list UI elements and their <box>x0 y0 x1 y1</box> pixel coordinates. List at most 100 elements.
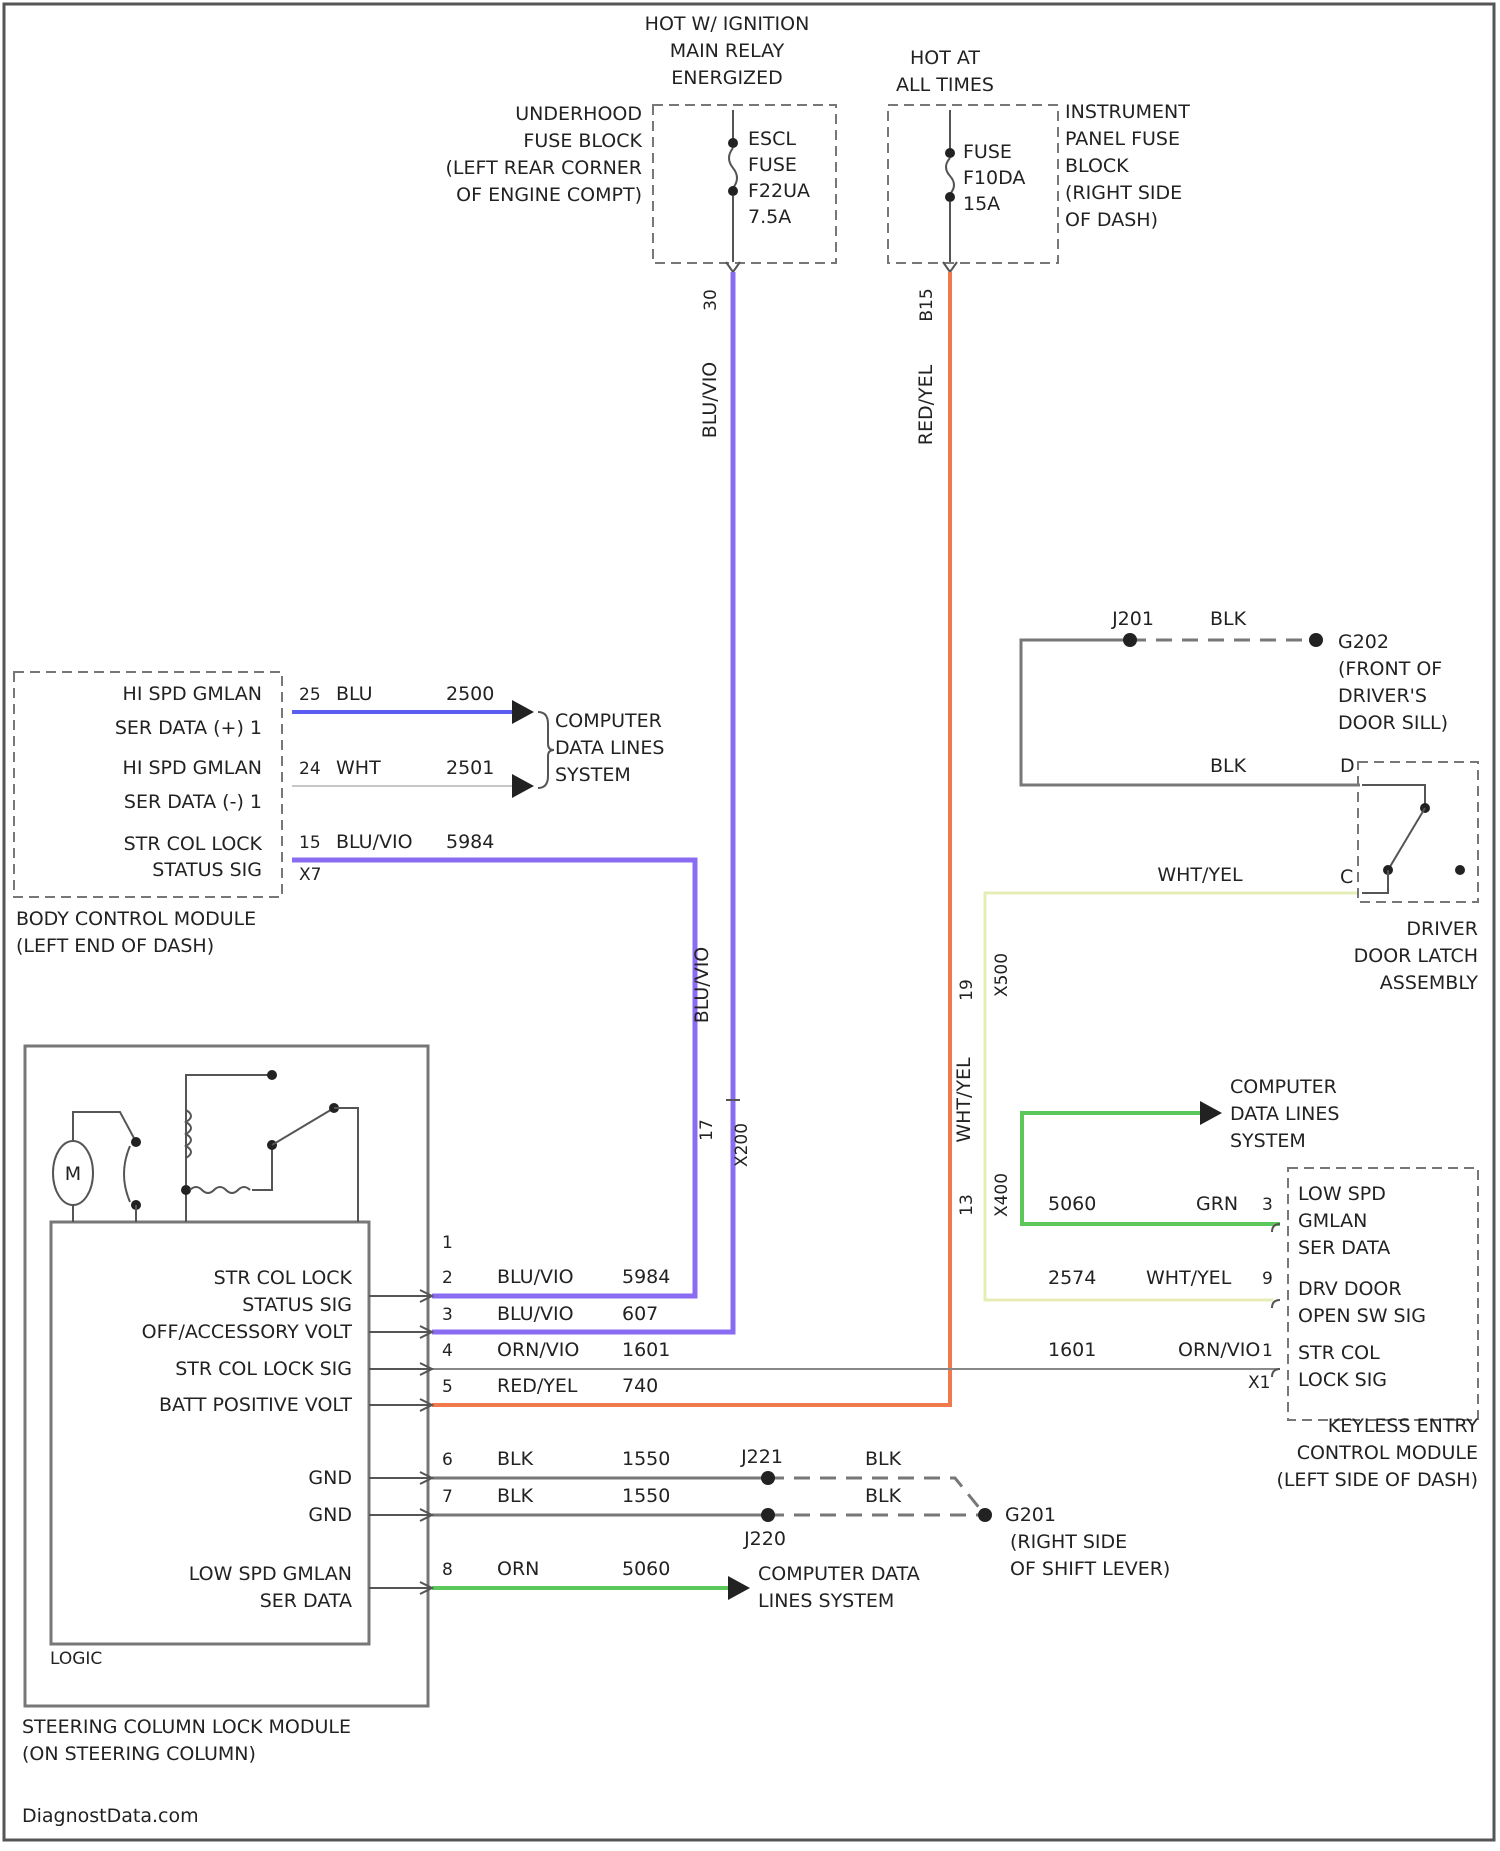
sclm-pin7-num: 7 <box>442 1487 453 1507</box>
ipblock-line-3: BLOCK <box>1065 155 1129 177</box>
sclm-pin2-label-2: STATUS SIG <box>242 1294 352 1316</box>
ipfuse-line-3: 15A <box>963 193 1000 215</box>
escl-fuse-terminal-bottom <box>728 186 738 196</box>
motor-contact-top <box>131 1137 141 1147</box>
door-switch-blade <box>1388 808 1425 870</box>
always-hot-label: HOT AT ALL TIMES <box>896 47 994 96</box>
underhood-line-1: UNDERHOOD <box>515 103 642 125</box>
kecm-data-3: SYSTEM <box>1230 1130 1306 1152</box>
sclm-pin5-color: RED/YEL <box>497 1375 578 1397</box>
bcm-name-2: (LEFT END OF DASH) <box>16 935 214 957</box>
kecm-pin1-color: ORN/VIO <box>1178 1339 1260 1361</box>
door-switch-lead-bottom <box>1362 870 1388 893</box>
kecm-pin1-circuit: 1601 <box>1048 1339 1096 1361</box>
sclm-pin2-num: 2 <box>442 1268 453 1288</box>
kecm-data-1: COMPUTER <box>1230 1076 1337 1098</box>
bcm-pin24-color: WHT <box>336 757 381 779</box>
escl-fuse-terminal-top <box>728 138 738 148</box>
mid-purple-pin: 17 <box>697 1119 717 1141</box>
sclm-pin-labels: STR COL LOCK STATUS SIG OFF/ACCESSORY VO… <box>142 1267 353 1612</box>
kecm-pin9-label-2: OPEN SW SIG <box>1298 1305 1426 1327</box>
motor-switch-icon <box>124 1146 130 1202</box>
underhood-line-4: OF ENGINE COMPT) <box>456 184 642 206</box>
bcm-pin25-circuit: 2500 <box>446 683 494 705</box>
sclm-name-2: (ON STEERING COLUMN) <box>22 1743 256 1765</box>
wire-lock-status-blu-vio <box>292 860 695 1296</box>
g201-line-2: (RIGHT SIDE <box>1010 1531 1127 1553</box>
bcm-name-1: BODY CONTROL MODULE <box>16 908 256 930</box>
door-latch-name: DRIVER DOOR LATCH ASSEMBLY <box>1354 918 1479 994</box>
door-vert-color: WHT/YEL <box>953 1057 975 1143</box>
footer-watermark: DiagnostData.com <box>22 1805 199 1827</box>
g202-line-4: DOOR SILL) <box>1338 712 1448 734</box>
relay-contact-lead <box>334 1108 358 1222</box>
sclm-pin2-circuit: 5984 <box>622 1266 670 1288</box>
ipblock-line-2: PANEL FUSE <box>1065 128 1180 150</box>
sclm-pin3-circuit: 607 <box>622 1303 658 1325</box>
ip-fuse-terminal-top <box>945 148 955 158</box>
always-hot-line-2: ALL TIMES <box>896 74 994 96</box>
arrow-kecm-data <box>1200 1101 1222 1125</box>
bcm-data-2: DATA LINES <box>555 737 664 759</box>
sclm-pin7-label: GND <box>308 1504 352 1526</box>
sclm-pin3-num: 3 <box>442 1305 453 1325</box>
g202-line-3: DRIVER'S <box>1338 685 1427 707</box>
kecm-pin3-label-1: LOW SPD <box>1298 1183 1386 1205</box>
kecm-pin1-label-2: LOCK SIG <box>1298 1369 1387 1391</box>
door-vert-pin-a: 19 <box>957 979 977 1001</box>
sclm-pin2-label-1: STR COL LOCK <box>214 1267 353 1289</box>
sclm-connector-stubs <box>369 1290 432 1594</box>
wire-battery-red-yel <box>432 272 950 1405</box>
bcm-pin25-label-1: HI SPD GMLAN <box>123 683 262 705</box>
ip-fuse-terminal-bottom <box>945 192 955 202</box>
kecm-pin1-label-1: STR COL <box>1298 1342 1380 1364</box>
bcm-pin15-color: BLU/VIO <box>336 831 413 853</box>
ip-fuse-icon <box>946 158 954 194</box>
door-vert-code-a: X500 <box>992 953 1012 997</box>
gnd-bottom-color-a: BLK <box>865 1448 902 1470</box>
ipblock-line-1: INSTRUMENT <box>1065 101 1190 123</box>
door-name-2: DOOR LATCH <box>1354 945 1478 967</box>
sclm-pin4-color: ORN/VIO <box>497 1339 579 1361</box>
ipfuse-line-1: FUSE <box>963 141 1012 163</box>
splice-j220 <box>761 1508 775 1522</box>
sclm-data-2: LINES SYSTEM <box>758 1590 894 1612</box>
bcm-data-1: COMPUTER <box>555 710 662 732</box>
kecm-pin9-label-1: DRV DOOR <box>1298 1278 1402 1300</box>
kecm-pin9-color: WHT/YEL <box>1146 1267 1232 1289</box>
kecm-pin3-label-3: SER DATA <box>1298 1237 1390 1259</box>
sclm-name: STEERING COLUMN LOCK MODULE (ON STEERING… <box>22 1716 351 1765</box>
ground-g202-dot <box>1309 633 1323 647</box>
bcm-pin24-label-1: HI SPD GMLAN <box>123 757 262 779</box>
bcm-data-brace <box>538 712 554 788</box>
g201-label: G201 (RIGHT SIDE OF SHIFT LEVER) <box>1005 1504 1170 1580</box>
g202-label: G202 (FRONT OF DRIVER'S DOOR SILL) <box>1338 631 1448 734</box>
j201-label: J201 <box>1111 608 1154 630</box>
sclm-name-1: STEERING COLUMN LOCK MODULE <box>22 1716 351 1738</box>
underhood-line-2: FUSE BLOCK <box>523 130 642 152</box>
escl-line-2: FUSE <box>748 154 797 176</box>
sclm-stub-lines <box>369 1296 430 1588</box>
door-vert-code-b: X400 <box>992 1173 1012 1217</box>
bcm-name: BODY CONTROL MODULE (LEFT END OF DASH) <box>16 908 256 957</box>
sclm-pin4-label: STR COL LOCK SIG <box>175 1358 352 1380</box>
bcm-pin15-label-1: STR COL LOCK <box>124 833 263 855</box>
sclm-pin8-label-1: LOW SPD GMLAN <box>189 1563 352 1585</box>
relay-coil-node <box>181 1185 191 1195</box>
ign-wire-term: 30 <box>701 289 721 311</box>
ip-fuse-block-label: INSTRUMENT PANEL FUSE BLOCK (RIGHT SIDE … <box>1065 101 1190 231</box>
sclm-pin5-num: 5 <box>442 1377 453 1397</box>
bcm-pin15-circuit: 5984 <box>446 831 494 853</box>
relay-contact-nc <box>267 1070 277 1080</box>
wire-ignition-blu-vio <box>432 272 733 1332</box>
gnd-bottom-color-b: BLK <box>865 1485 902 1507</box>
door-pin-d: D <box>1340 755 1355 777</box>
g201-line-1: G201 <box>1005 1504 1056 1526</box>
relay-resistor-icon <box>190 1187 250 1193</box>
splice-j201 <box>1123 633 1137 647</box>
mid-purple-code: X200 <box>732 1123 752 1167</box>
kecm-conn-x1: X1 <box>1248 1373 1270 1393</box>
kecm-connector-icons <box>1272 1224 1280 1377</box>
kecm-pin9-num: 9 <box>1262 1269 1273 1289</box>
